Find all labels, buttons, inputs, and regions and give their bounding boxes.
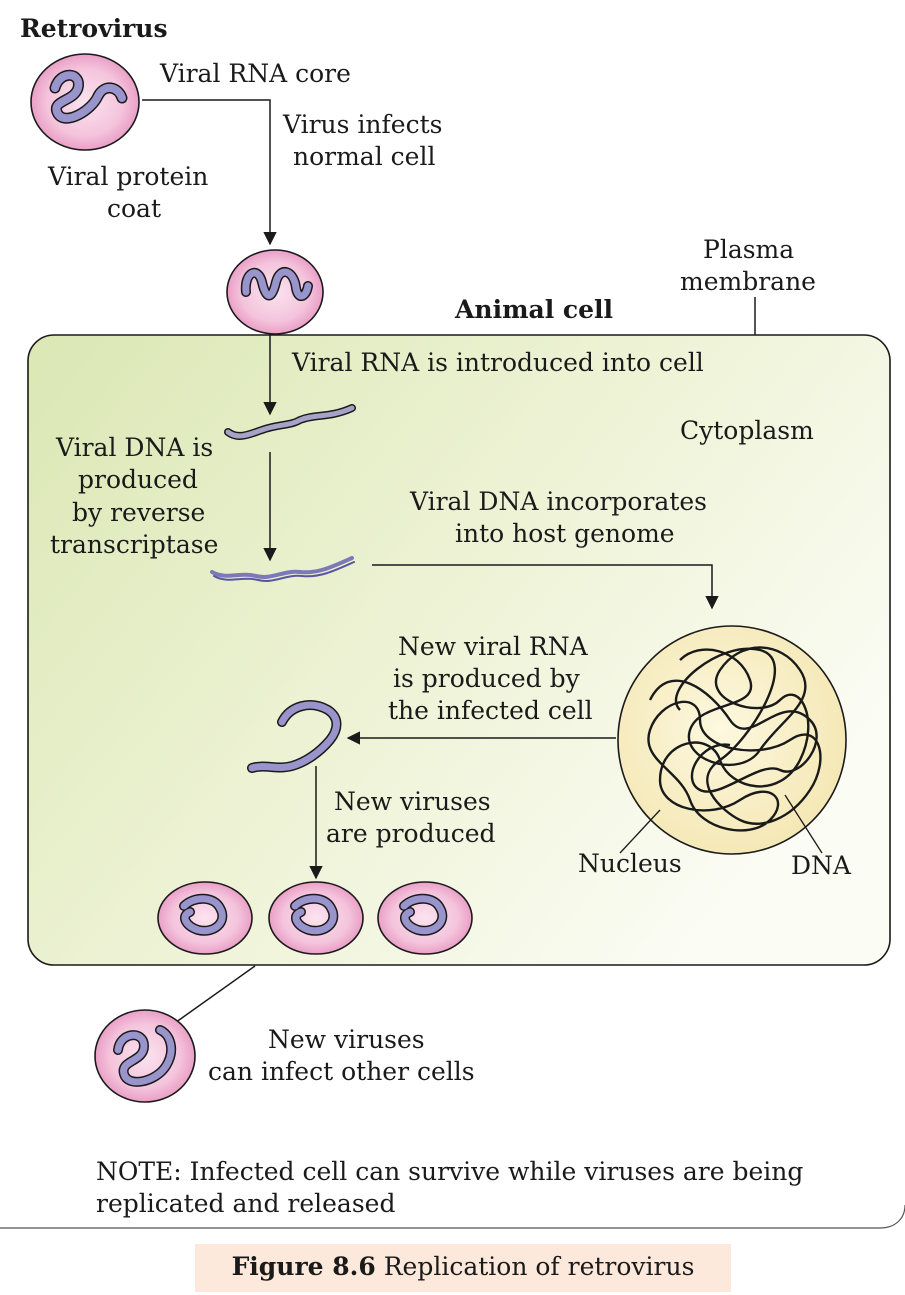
label-dna-produced-1: Viral DNA is [55,433,213,462]
label-new-viruses-2: are produced [326,819,496,848]
label-infect-other-2: can infect other cells [208,1057,475,1086]
label-dna-produced-3: by reverse [72,498,205,527]
label-new-rna-3: the infected cell [388,696,593,725]
nucleus-leader [619,809,661,854]
label-dna: DNA [791,851,852,880]
label-plasma-2: membrane [680,267,816,296]
new-virus-3 [377,881,473,955]
label-infect-other-1: New viruses [268,1025,425,1054]
figure-caption-text: Replication of retrovirus [383,1252,695,1281]
note-line-2: replicated and released [96,1189,395,1218]
label-nucleus: Nucleus [578,849,682,878]
label-incorporates-2: into host genome [455,519,675,548]
note-line-1: NOTE: Infected cell can survive while vi… [96,1157,803,1186]
label-protein-coat-1: Viral protein [47,162,208,191]
label-new-rna-1: New viral RNA [398,632,589,661]
new-virus-2 [268,881,364,955]
retrovirus-particle [30,53,140,151]
label-plasma-1: Plasma [703,235,794,264]
label-animal-cell: Animal cell [454,295,613,324]
label-dna-produced-2: produced [78,465,198,494]
release-arrow [163,965,256,1031]
label-protein-coat-2: coat [107,194,161,223]
released-virus [94,1009,196,1103]
label-dna-produced-4: transcriptase [50,530,218,559]
infection-arrow [142,99,277,246]
label-new-viruses-1: New viruses [334,787,491,816]
diagram-title: Retrovirus [20,14,168,43]
label-cytoplasm: Cytoplasm [680,416,814,445]
viral-dna-strand [210,556,354,579]
label-new-rna-2: is produced by [393,664,581,693]
label-virus-infects-2: normal cell [293,142,435,171]
integration-arrow [372,564,719,610]
label-incorporates-1: Viral DNA incorporates [409,487,707,516]
figure-number: Figure 8.6 [231,1252,376,1281]
label-virus-infects-1: Virus infects [282,110,442,139]
new-virus-1 [157,881,253,955]
label-viral-rna-core: Viral RNA core [159,59,351,88]
label-rna-introduced: Viral RNA is introduced into cell [291,348,704,377]
attaching-virus [226,249,324,335]
dna-leader [784,794,823,854]
retrovirus-replication-diagram: Retrovirus Viral RNA core Virus infects … [0,14,905,1229]
caption-background [195,1244,731,1292]
figure-caption: Figure 8.6 Replication of retrovirus [195,1252,731,1281]
nucleus [617,625,847,855]
